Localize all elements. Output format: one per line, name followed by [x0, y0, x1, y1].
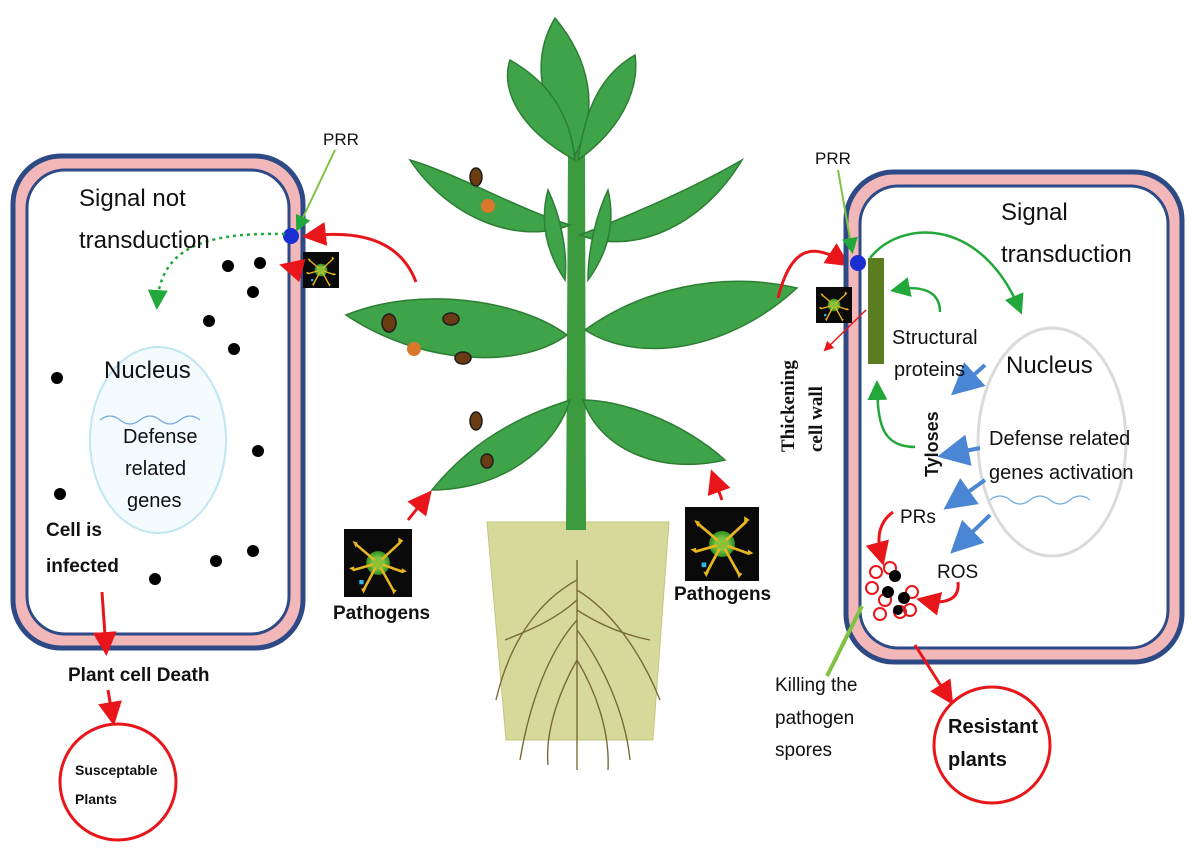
structural-label-1: Structural: [892, 327, 978, 349]
plant-stem: [566, 150, 586, 530]
signal-not-label-2: transduction: [79, 227, 210, 254]
cell-infected-label-2: infected: [46, 556, 119, 577]
thickening-label-1: Thickening: [778, 360, 799, 452]
arrow-pathogen-to-leaf-right: [707, 469, 731, 501]
nucleus-label-right: Nucleus: [1006, 352, 1093, 379]
prr-label-right: PRR: [815, 149, 851, 168]
right-nucleus: [976, 326, 1128, 558]
defense-genes-left-1: Defense: [123, 426, 198, 448]
left-nucleus: [89, 346, 227, 534]
susceptable-label-1: Susceptable: [75, 762, 158, 778]
prr-label-left: PRR: [323, 130, 359, 149]
signal-not-label-1: Signal not: [79, 185, 186, 212]
arrow-to-susceptable: [98, 689, 122, 726]
pathogens-label-left: Pathogens: [333, 603, 430, 624]
pathogen-icon-right-cell: [815, 287, 853, 323]
signal-label-right-2: transduction: [1001, 241, 1132, 268]
arrow-tyloses-to-wall: [867, 380, 916, 449]
prr-receptor-left: [283, 228, 299, 244]
plant-leaves: [344, 16, 799, 491]
prr-pointer-right: [837, 169, 858, 254]
plant-cell-death-label: Plant cell Death: [68, 665, 210, 686]
thickened-cell-wall: [868, 258, 884, 364]
defense-genes-right-1: Defense related: [989, 428, 1130, 450]
arrow-prs-to-spores: [865, 510, 894, 566]
ros-pr-complex: [865, 561, 919, 621]
leaf-disease-spots: [381, 167, 495, 469]
arrow-to-cell-death: [92, 591, 117, 656]
arrow-into-left-cell: [279, 259, 306, 283]
deflect-arrow: [823, 309, 867, 352]
resistant-label-1: Resistant: [948, 716, 1038, 738]
arrow-structural-to-wall: [890, 277, 942, 313]
killing-label-3: spores: [775, 740, 832, 761]
cell-infected-label-1: Cell is: [46, 520, 102, 541]
prr-pointer-left: [295, 149, 336, 232]
arrow-ros-to-spores: [916, 581, 960, 616]
arrow-to-resistant: [913, 644, 954, 706]
killing-pointer: [825, 605, 864, 677]
structural-label-2: proteins: [894, 359, 965, 381]
pathogen-spores-left: [51, 257, 266, 585]
arrow-leaf-to-right-cell: [776, 243, 851, 299]
prs-label: PRs: [900, 507, 936, 528]
signal-not-arrow: [147, 232, 286, 310]
susceptable-plants-circle: [58, 722, 178, 842]
pathogen-icon-left-cell: [302, 252, 340, 288]
arrow-pathogen-to-leaf-left: [406, 490, 432, 521]
killing-label-2: pathogen: [775, 708, 854, 729]
defense-genes-left-3: genes: [127, 490, 182, 512]
resistant-label-2: plants: [948, 749, 1007, 771]
ros-label: ROS: [937, 562, 978, 583]
defense-genes-right-2: genes activation: [989, 462, 1134, 484]
defense-genes-left-2: related: [125, 458, 186, 480]
plant-roots: [495, 560, 661, 771]
susceptable-label-2: Plants: [75, 791, 117, 807]
signal-transduction-arrow: [869, 231, 1024, 315]
killing-label-1: Killing the: [775, 675, 857, 696]
signal-label-right-1: Signal: [1001, 199, 1068, 226]
gene-activation-arrows: [937, 362, 992, 554]
tyloses-label: Tyloses: [922, 411, 942, 477]
thickening-label-2: cell wall: [806, 386, 827, 452]
resistant-plants-circle: [932, 685, 1052, 805]
pathogens-label-right: Pathogens: [674, 584, 771, 605]
nucleus-label-left: Nucleus: [104, 357, 191, 384]
prr-receptor-right: [850, 255, 866, 271]
arrow-leaf-to-left-cell: [302, 222, 418, 283]
pathogen-tile-right: [683, 507, 761, 581]
pathogen-tile-left: [342, 529, 414, 597]
